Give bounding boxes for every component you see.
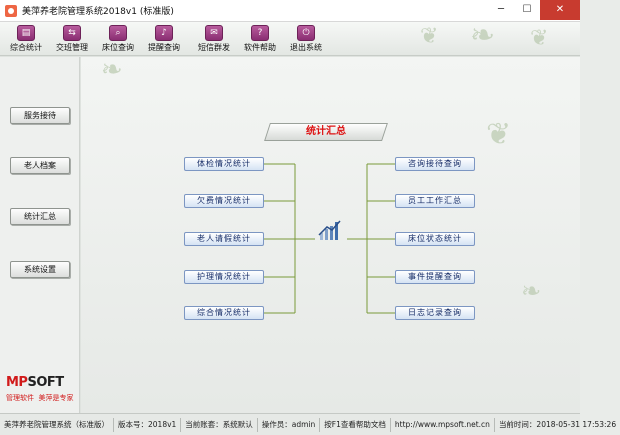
stat-button-arrears[interactable]: 欠费情况统计 — [184, 194, 264, 208]
handover-icon: ⇆ — [63, 25, 81, 41]
stat-button-bed-status[interactable]: 床位状态统计 — [395, 232, 475, 246]
toolbar-button-label: 综合统计 — [10, 43, 42, 52]
status-account: 当前账套：系统默认 — [181, 417, 258, 432]
document-stats-icon: ▤ — [17, 25, 35, 41]
leaf-decoration-icon: ❧ — [101, 55, 123, 85]
toolbar-button-label: 软件帮助 — [244, 43, 276, 52]
status-bar: 美萍养老院管理系统（标准版） 版本号：2018v1 当前账套：系统默认 操作员：… — [0, 413, 616, 435]
toolbar-button-bed-search[interactable]: ⌕ 床位查询 — [98, 23, 138, 54]
toolbar-button-handover[interactable]: ⇆ 交班管理 — [52, 23, 92, 54]
stat-button-consultation[interactable]: 咨询接待查询 — [395, 157, 475, 171]
toolbar-button-label: 退出系统 — [290, 43, 322, 52]
window-title: 美萍养老院管理系统2018v1 (标准版) — [22, 7, 174, 17]
bed-search-icon: ⌕ — [109, 25, 127, 41]
power-icon: ⏻ — [297, 25, 315, 41]
toolbar-button-label: 提醒查询 — [148, 43, 180, 52]
sidebar-item-elder-records[interactable]: 老人档案 — [10, 157, 70, 174]
toolbar: ▤ 综合统计 ⇆ 交班管理 ⌕ 床位查询 ♪ 提醒查询 ✉ 短信群发 ? 软件帮… — [0, 18, 580, 56]
maximize-button[interactable]: ☐ — [522, 4, 532, 15]
window-controls: ─ ☐ ✕ — [488, 0, 580, 22]
sidebar-item-statistics[interactable]: 统计汇总 — [10, 208, 70, 225]
status-help-hint: 按F1查看帮助文档 — [320, 417, 391, 432]
toolbar-button-reminder[interactable]: ♪ 提醒查询 — [144, 23, 184, 54]
minimize-button[interactable]: ─ — [497, 4, 505, 15]
logo-text: MPSOFT — [6, 375, 64, 390]
sidebar: 服务接待 老人档案 统计汇总 系统设置 MPSOFT 管理软件 美萍是专家 — [0, 57, 80, 413]
sidebar-item-service-reception[interactable]: 服务接待 — [10, 107, 70, 124]
leaf-decoration-icon: ❦ — [530, 26, 549, 51]
status-operator: 操作员：admin — [258, 417, 321, 432]
sms-envelope-icon: ✉ — [205, 25, 223, 41]
title-bar[interactable]: 美萍养老院管理系统2018v1 (标准版) ─ ☐ ✕ — [0, 0, 580, 22]
leaf-decoration-icon: ❦ — [420, 24, 439, 49]
sidebar-item-settings[interactable]: 系统设置 — [10, 261, 70, 278]
brand-logo: MPSOFT 管理软件 美萍是专家 — [6, 375, 76, 403]
logo-tagline: 管理软件 美萍是专家 — [6, 394, 74, 402]
main-panel: ❧ ❦ ❧ 统计汇总 — [81, 55, 580, 413]
toolbar-button-sms[interactable]: ✉ 短信群发 — [194, 23, 234, 54]
close-button[interactable]: ✕ — [540, 0, 580, 20]
stat-button-health-check[interactable]: 体检情况统计 — [184, 157, 264, 171]
leaf-decoration-icon: ❧ — [521, 277, 542, 305]
leaf-decoration-icon: ❦ — [486, 117, 512, 152]
toolbar-button-help[interactable]: ? 软件帮助 — [240, 23, 280, 54]
status-website[interactable]: http://www.mpsoft.net.cn — [391, 417, 495, 432]
reminder-icon: ♪ — [155, 25, 173, 41]
status-time: 当前时间：2018-05-31 17:53:26 — [498, 419, 617, 429]
toolbar-button-exit[interactable]: ⏻ 退出系统 — [286, 23, 326, 54]
toolbar-button-label: 床位查询 — [102, 43, 134, 52]
stat-button-leave[interactable]: 老人请假统计 — [184, 232, 264, 246]
stat-button-staff-work[interactable]: 员工工作汇总 — [395, 194, 475, 208]
toolbar-button-summary-stats[interactable]: ▤ 综合统计 — [6, 23, 46, 54]
help-icon: ? — [251, 25, 269, 41]
connector-lines — [264, 163, 395, 314]
stat-button-nursing[interactable]: 护理情况统计 — [184, 270, 264, 284]
app-icon — [5, 4, 17, 17]
status-app-name: 美萍养老院管理系统（标准版） — [0, 417, 114, 432]
stat-button-event-reminder[interactable]: 事件提醒查询 — [395, 270, 475, 284]
toolbar-button-label: 短信群发 — [198, 43, 230, 52]
growth-chart-icon — [318, 220, 341, 240]
toolbar-button-label: 交班管理 — [56, 43, 88, 52]
status-version: 版本号：2018v1 — [114, 417, 182, 432]
stat-button-log-records[interactable]: 日志记录查询 — [395, 306, 475, 320]
stat-button-overall[interactable]: 综合情况统计 — [184, 306, 264, 320]
leaf-decoration-icon: ❧ — [470, 18, 496, 53]
